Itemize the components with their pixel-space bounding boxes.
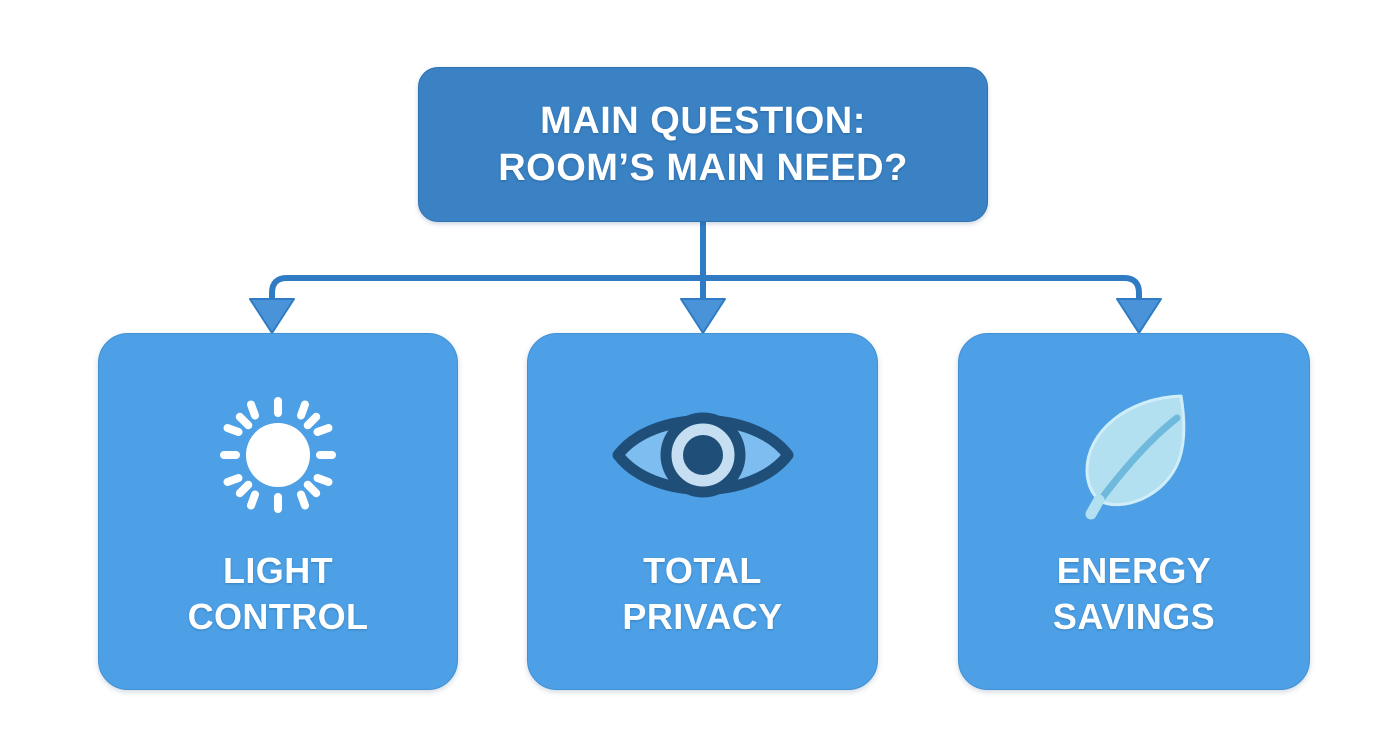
root-question-line-1: MAIN QUESTION: [540, 100, 866, 143]
energy-savings-label: ENERGY SAVINGS [959, 548, 1309, 640]
light-control-label-line-2: CONTROL [187, 596, 369, 638]
sun-icon [220, 397, 336, 513]
leaf-icon [1085, 394, 1186, 519]
total-privacy-label-line-2: PRIVACY [622, 596, 783, 638]
light-control-label: LIGHT CONTROL [99, 548, 457, 640]
root-question-line-2: ROOM’S MAIN NEED? [498, 146, 908, 189]
eye-icon [612, 412, 793, 498]
arrowhead-right [1116, 298, 1162, 334]
total-privacy-label-line-1: TOTAL [643, 550, 762, 591]
energy-savings-label-line-1: ENERGY [1056, 550, 1212, 591]
light-control-icon-wrap [218, 380, 338, 530]
total-privacy-icon-wrap [608, 380, 798, 530]
option-card-energy-savings[interactable]: ENERGY SAVINGS [958, 333, 1310, 690]
energy-savings-label-line-2: SAVINGS [1052, 596, 1216, 638]
energy-savings-icon-wrap [1069, 380, 1199, 530]
option-card-light-control[interactable]: LIGHT CONTROL [98, 333, 458, 690]
light-control-label-line-1: LIGHT [223, 550, 333, 591]
arrowhead-center [680, 298, 726, 334]
arrowhead-left [249, 298, 295, 334]
total-privacy-label: TOTAL PRIVACY [528, 548, 877, 640]
connector-bus [269, 275, 1142, 305]
root-question-box[interactable]: MAIN QUESTION: ROOM’S MAIN NEED? [418, 67, 988, 222]
option-card-total-privacy[interactable]: TOTAL PRIVACY [527, 333, 878, 690]
